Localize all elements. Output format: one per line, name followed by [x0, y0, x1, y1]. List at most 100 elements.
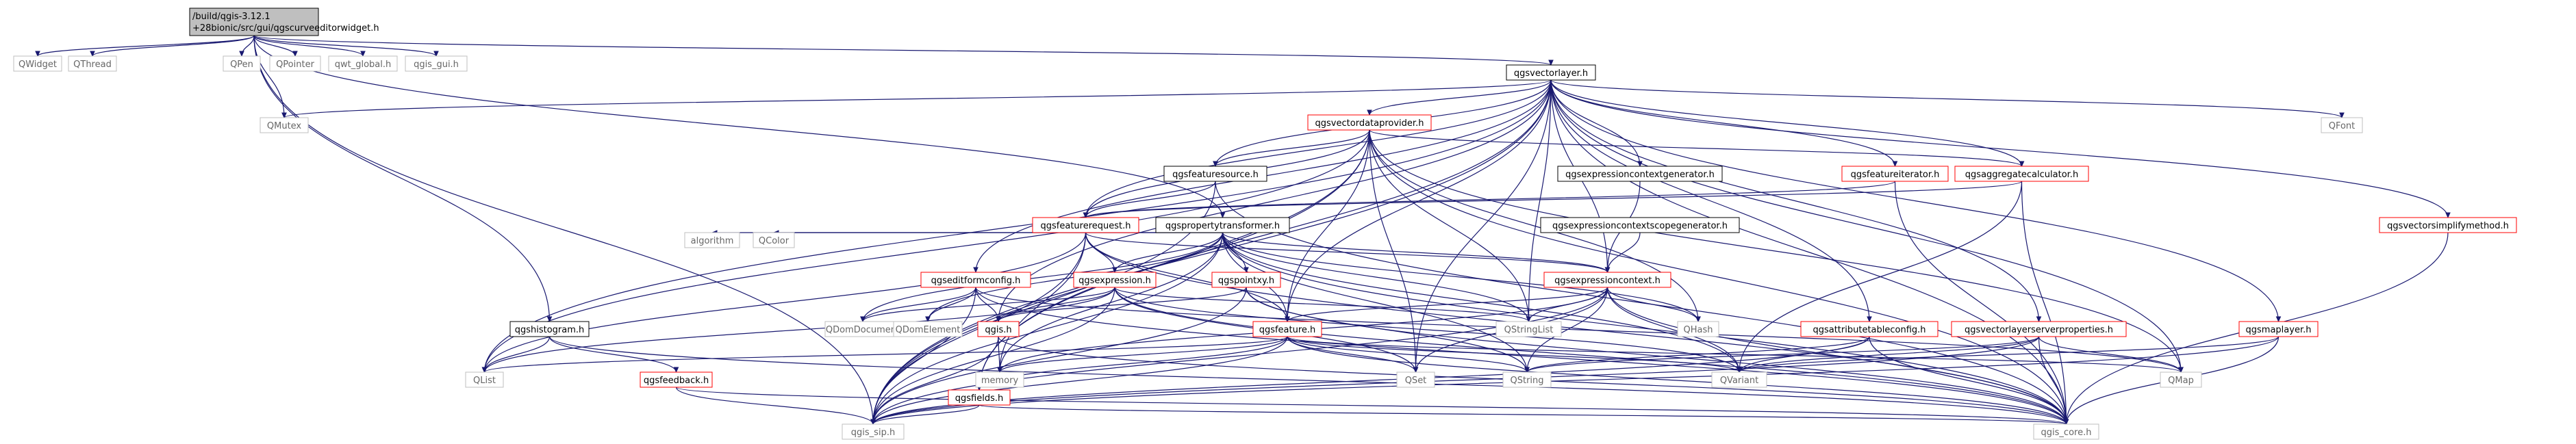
edge-qgsvectorlayer-to-qgsmaplayer	[1550, 79, 2279, 322]
node-label: qgis.h	[985, 325, 1011, 335]
node-box	[465, 371, 504, 388]
edge-qgspointxy-to-qgis_core	[1246, 287, 2067, 424]
node-box	[223, 55, 261, 72]
node-qgseditformconfig[interactable]: qgseditformconfig.h	[920, 272, 1031, 288]
edge-root-to-qthread	[92, 35, 255, 56]
node-label: qgsattributetableconfig.h	[1813, 325, 1925, 335]
node-qcolor[interactable]: QColor	[753, 232, 795, 248]
node-qgsexpressioncontextgenerator[interactable]: qgsexpressioncontextgenerator.h	[1557, 166, 1723, 182]
node-label: QColor	[759, 236, 790, 246]
node-label: QDomElement	[896, 325, 961, 335]
node-qgshistogram[interactable]: qgshistogram.h	[509, 321, 590, 337]
node-qgsaggregatecalculator[interactable]: qgsaggregatecalculator.h	[1954, 166, 2089, 182]
node-qgsfeature[interactable]: qgsfeature.h	[1252, 321, 1322, 337]
node-box	[68, 55, 117, 72]
node-qlist[interactable]: QList	[465, 371, 504, 388]
node-qgis[interactable]: qgis.h	[977, 321, 1020, 337]
node-qgsexpression[interactable]: qgsexpression.h	[1073, 272, 1157, 288]
edge-qgspropertytransformer-to-qgsexpression	[1115, 232, 1224, 272]
node-box	[260, 117, 309, 133]
node-box	[269, 55, 321, 72]
node-qset[interactable]: QSet	[1396, 371, 1435, 388]
node-label: QWidget	[18, 60, 57, 70]
edge-qgsfeatureiterator-to-qgis_core	[1894, 181, 2067, 424]
node-qstring[interactable]: QString	[1502, 371, 1552, 388]
edge-qgsexpression-to-qgis_sip	[873, 287, 1115, 424]
node-box	[975, 371, 1024, 388]
node-box	[640, 371, 713, 388]
node-qgsexpressioncontextscopegenerator[interactable]: qgsexpressioncontextscopegenerator.h	[1540, 217, 1740, 233]
node-qwt_global[interactable]: qwt_global.h	[328, 55, 398, 72]
edges-layer	[38, 35, 2448, 424]
node-qgis_gui[interactable]: qgis_gui.h	[405, 55, 468, 72]
node-label: qgsexpressioncontextscopegenerator.h	[1552, 221, 1728, 231]
node-root[interactable]: /build/qgis-3.12.1+28bionic/src/gui/qgsc…	[189, 8, 379, 36]
node-qstringlist[interactable]: QStringList	[1495, 321, 1562, 337]
edge-qgsmaplayer-to-qgis_sip	[873, 336, 2280, 424]
edge-root-to-qgshistogram	[253, 35, 550, 322]
node-qgspropertytransformer[interactable]: qgspropertytransformer.h	[1155, 217, 1290, 233]
edge-qgsvectorlayer-to-qgsfeaturerequest	[1086, 79, 1552, 218]
edge-qgsvectorlayerserverproperties-to-qgis_core	[2038, 336, 2067, 424]
node-box	[328, 55, 398, 72]
node-label: qgsmaplayer.h	[2246, 325, 2312, 335]
edge-qgsaggregatecalculator-to-qgis_core	[2021, 181, 2067, 424]
node-qgsfeatureiterator[interactable]: qgsfeatureiterator.h	[1841, 166, 1949, 182]
node-box	[1073, 272, 1157, 288]
edge-qgsfeaturerequest-to-qgsexpression	[1085, 232, 1115, 272]
node-label: qgsvectorsimplifymethod.h	[2387, 221, 2509, 231]
node-qvariant[interactable]: QVariant	[1711, 371, 1767, 388]
node-qgsvectorlayer[interactable]: qgsvectorlayer.h	[1506, 64, 1596, 81]
node-qgsvectordataprovider[interactable]: qgsvectordataprovider.h	[1307, 114, 1432, 131]
node-qgsfields[interactable]: qgsfields.h	[948, 389, 1011, 406]
node-label: qgsvectordataprovider.h	[1315, 118, 1424, 129]
edge-root-to-qgis_gui	[253, 35, 436, 56]
node-algorithm[interactable]: algorithm	[684, 232, 740, 248]
edge-qgsexpressioncontext-to-qstring	[1527, 287, 1608, 372]
node-qmutex[interactable]: QMutex	[260, 117, 309, 133]
node-qgsvectorsimplifymethod[interactable]: qgsvectorsimplifymethod.h	[2379, 217, 2517, 233]
node-box	[1677, 321, 1719, 337]
node-qdomdocument[interactable]: QDomDocument	[824, 321, 901, 337]
node-box	[1396, 371, 1435, 388]
edge-qgsvectorlayer-to-qgsexpressioncontextgenerator	[1550, 79, 1640, 166]
node-box	[1506, 64, 1596, 81]
node-qgis_sip[interactable]: qgis_sip.h	[842, 423, 905, 440]
node-qfont[interactable]: QFont	[2321, 117, 2363, 133]
node-label: qgseditformconfig.h	[931, 276, 1021, 286]
node-qgsfeaturesource[interactable]: qgsfeaturesource.h	[1163, 166, 1267, 182]
edge-qgspropertytransformer-to-qstringlist	[1222, 232, 1529, 322]
node-qgsfeaturerequest[interactable]: qgsfeaturerequest.h	[1032, 217, 1139, 233]
node-qpointer[interactable]: QPointer	[269, 55, 321, 72]
node-qmap[interactable]: QMap	[2160, 371, 2202, 388]
node-qgsmaplayer[interactable]: qgsmaplayer.h	[2238, 321, 2319, 337]
node-memory[interactable]: memory	[975, 371, 1024, 388]
edge-qgsvectorlayer-to-qstringlist	[1529, 79, 1552, 322]
node-label-line1: /build/qgis-3.12.1	[192, 12, 270, 22]
node-qwidget[interactable]: QWidget	[13, 55, 62, 72]
node-qpen[interactable]: QPen	[223, 55, 261, 72]
edge-qgsfeedback-to-qgis_core	[675, 387, 2067, 424]
node-qgis_core[interactable]: qgis_core.h	[2033, 423, 2099, 440]
edge-qgseditformconfig-to-qdomdocument	[863, 287, 976, 322]
node-box	[1540, 217, 1740, 233]
node-qhash[interactable]: QHash	[1677, 321, 1719, 337]
edge-qgsexpression-to-qgis	[998, 287, 1115, 322]
edge-qgsexpression-to-qdomdocument	[863, 287, 1115, 322]
node-box	[1711, 371, 1767, 388]
node-qgsexpressioncontext[interactable]: qgsexpressioncontext.h	[1543, 272, 1671, 288]
edge-qgsvectorlayer-to-qfont	[1550, 79, 2342, 118]
node-qgsfeedback[interactable]: qgsfeedback.h	[640, 371, 713, 388]
node-qgspointxy[interactable]: qgspointxy.h	[1211, 272, 1281, 288]
edge-qgsvectordataprovider-to-qmap	[1369, 129, 2181, 372]
node-qdomelement[interactable]: QDomElement	[893, 321, 963, 337]
node-qthread[interactable]: QThread	[68, 55, 117, 72]
node-qgsvectorlayerserverproperties[interactable]: qgsvectorlayerserverproperties.h	[1951, 321, 2127, 337]
edge-qgsfields-to-qgis_core	[978, 404, 2067, 424]
node-box	[1502, 371, 1552, 388]
node-box	[1163, 166, 1267, 182]
node-qgsattributetableconfig[interactable]: qgsattributetableconfig.h	[1800, 321, 1939, 337]
node-label-line2: +28bionic/src/gui/qgscurveeditorwidget.h	[192, 23, 379, 34]
edge-qgsexpression-to-qlist	[485, 287, 1115, 372]
